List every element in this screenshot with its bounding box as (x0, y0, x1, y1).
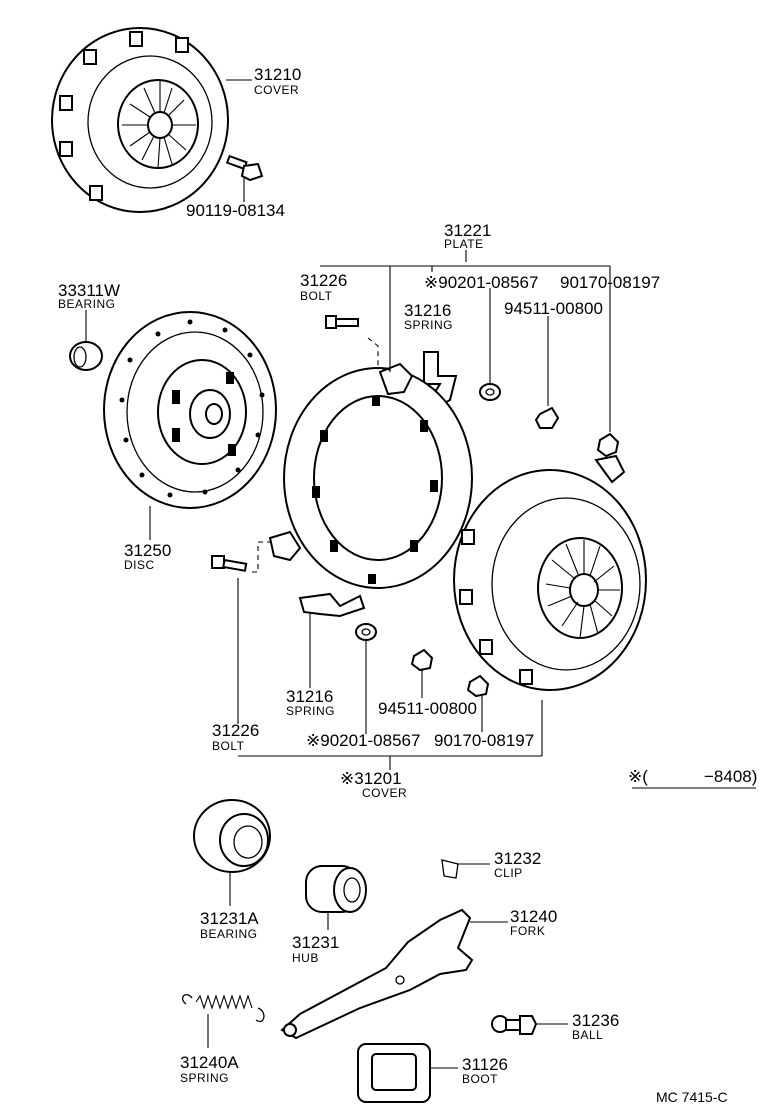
label-clip: 31232 CLIP (494, 849, 541, 880)
part-name-cover-assy: COVER (362, 786, 407, 800)
part-name-ball: BALL (572, 1028, 603, 1042)
drawing-code: MC 7415-C (656, 1089, 728, 1105)
part-name-fork: FORK (510, 924, 545, 938)
clutch-cover-assy-drawing (453, 454, 647, 691)
hub-drawing (305, 865, 367, 913)
label-return-spring: 31240A SPRING (180, 1053, 239, 1085)
part-number-boot: 31126 (462, 1055, 508, 1074)
nut-b-lower-drawing (466, 674, 490, 698)
part-name-spring-lower: SPRING (286, 704, 335, 718)
part-number-plate: 31221 (444, 221, 491, 240)
washer-lower-drawing (355, 623, 377, 641)
label-spring-upper: 31216 SPRING (404, 301, 453, 332)
part-number-bearing-pilot: 33311W (58, 281, 120, 300)
label-cover-assy: ※31201 COVER (340, 769, 407, 800)
label-bolt-lower: 31226 BOLT (212, 721, 259, 753)
washer-upper-drawing (479, 383, 501, 401)
clutch-disc-drawing (103, 311, 277, 509)
part-number-ball: 31236 (572, 1011, 619, 1030)
label-boot: 31126 BOOT (462, 1055, 508, 1086)
label-release-bearing: 31231A BEARING (200, 909, 259, 941)
part-number-nut-a-lower: 94511-00800 (378, 699, 477, 718)
part-number-cover-top: 31210 (254, 65, 301, 84)
part-number-bolt-upper: 31226 (300, 271, 347, 290)
footnote: ※( −8408) (628, 767, 757, 786)
part-number-cover-assy: ※31201 (340, 769, 402, 788)
pressure-plate-drawing (268, 362, 473, 589)
boot-drawing (357, 1043, 431, 1103)
part-number-bolt-lower: 31226 (212, 721, 259, 740)
part-name-release-bearing: BEARING (200, 927, 258, 941)
label-bolt-upper: 31226 BOLT (300, 271, 347, 303)
part-name-bearing-pilot: BEARING (58, 297, 116, 311)
release-bearing-drawing (193, 799, 271, 873)
part-name-return-spring: SPRING (180, 1071, 229, 1085)
label-fork: 31240 FORK (510, 907, 557, 938)
part-name-clip: CLIP (494, 866, 523, 880)
part-number-nut-b-upper: 90170-08197 (560, 273, 660, 292)
part-number-nut-b-lower: 90170-08197 (434, 731, 534, 750)
part-name-hub: HUB (292, 951, 319, 965)
label-hub: 31231 HUB (292, 933, 339, 965)
label-plate: 31221 PLATE (444, 221, 491, 251)
part-number-nut-a-upper: 94511-00800 (504, 299, 603, 318)
label-bearing-pilot: 33311W BEARING (58, 281, 120, 311)
part-name-disc: DISC (124, 558, 155, 572)
release-fork-drawing (280, 908, 474, 1040)
label-cover-top: 31210 COVER (254, 65, 301, 97)
label-disc: 31250 DISC (124, 541, 171, 572)
part-number-washer-upper: ※90201-08567 (424, 273, 538, 292)
part-number-bolt-top: 90119-08134 (186, 201, 285, 220)
part-number-spring-upper: 31216 (404, 301, 451, 320)
part-name-bolt-lower: BOLT (212, 739, 245, 753)
label-spring-lower: 31216 SPRING (286, 687, 335, 718)
part-number-fork: 31240 (510, 907, 557, 926)
return-spring-drawing (182, 994, 265, 1023)
nut-a-upper-drawing (534, 406, 560, 429)
part-number-return-spring: 31240A (180, 1053, 239, 1072)
bolt-lower-drawing (211, 555, 248, 572)
footnote-mark: ※( (628, 767, 648, 786)
part-name-boot: BOOT (462, 1072, 498, 1086)
nut-a-lower-drawing (410, 648, 434, 672)
part-number-hub: 31231 (292, 933, 339, 952)
part-name-cover-top: COVER (254, 83, 299, 97)
leader-lines (85, 79, 756, 1069)
part-name-bolt-upper: BOLT (300, 289, 333, 303)
part-number-disc: 31250 (124, 541, 171, 560)
bolt-upper-drawing (325, 315, 359, 329)
part-number-spring-lower: 31216 (286, 687, 333, 706)
pilot-bearing-drawing (69, 341, 103, 371)
nut-b-upper-drawing (596, 432, 620, 458)
footnote-range: −8408) (704, 767, 757, 786)
part-name-spring-upper: SPRING (404, 318, 453, 332)
part-number-washer-lower: ※90201-08567 (306, 731, 420, 750)
clip-drawing (441, 859, 459, 879)
clutch-cover-top-drawing (51, 27, 229, 213)
label-ball: 31236 BALL (572, 1011, 619, 1042)
part-name-plate: PLATE (444, 237, 484, 251)
ball-drawing (491, 1015, 538, 1035)
bolt-top-drawing (225, 154, 264, 182)
spring-lower-drawing (298, 592, 366, 618)
part-number-clip: 31232 (494, 849, 541, 868)
part-number-release-bearing: 31231A (200, 909, 259, 928)
